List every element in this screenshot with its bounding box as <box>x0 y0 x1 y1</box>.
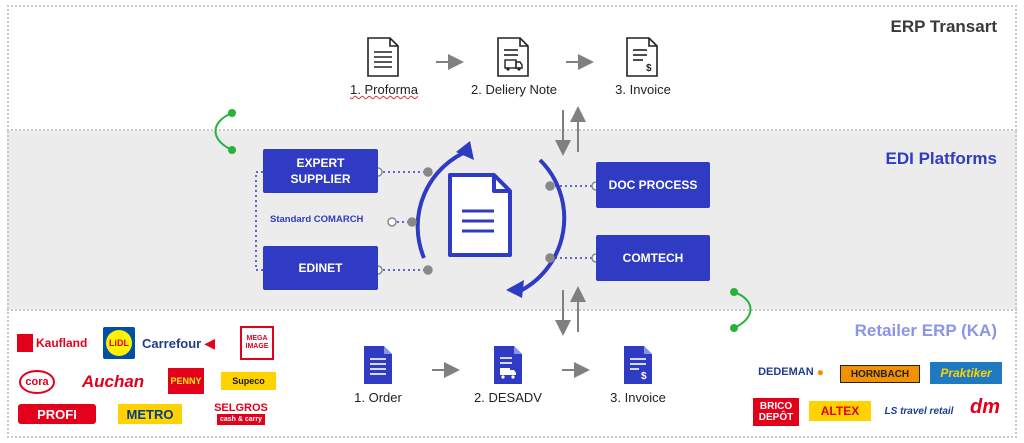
edi-cycle-icon <box>415 141 567 298</box>
comtech-box: COMTECH <box>596 235 710 281</box>
selgros-text: SELGROS <box>214 402 268 414</box>
dedeman-mark-icon: ● <box>816 365 824 379</box>
proforma-doc-icon <box>367 37 399 77</box>
expert-line1: EXPERT <box>296 156 345 170</box>
edinet-box: EDINET <box>263 246 378 290</box>
expert-supplier-box: EXPERT SUPPLIER <box>263 149 378 193</box>
profi-text: PROFI <box>37 406 77 422</box>
dm-text: dm <box>970 396 1000 418</box>
mega-image-text: MEGA IMAGE <box>245 335 269 350</box>
auchan-text: Auchan <box>81 372 145 391</box>
standard-comarch-label: Standard COMARCH <box>270 214 364 225</box>
selgros-subtext: cash & carry <box>216 414 266 425</box>
praktiker-text: Praktiker <box>940 366 992 380</box>
doc-process-box: DOC PROCESS <box>596 162 710 208</box>
mega-image-logo: MEGA IMAGE <box>240 326 274 360</box>
depot-text: DEPÔT <box>758 412 794 423</box>
central-document-icon <box>448 173 512 257</box>
ls-travel-retail-text: LS travel retail <box>884 405 954 417</box>
ls-travel-retail-logo: LS travel retail <box>880 402 958 420</box>
cora-text: cora <box>25 376 49 388</box>
kaufland-text: Kaufland <box>36 336 88 350</box>
altex-text: ALTEX <box>820 404 860 418</box>
penny-text: PENNY <box>170 376 202 386</box>
carrefour-mark-icon: ◀ <box>204 334 216 351</box>
retail-band-title: Retailer ERP (KA) <box>854 321 997 340</box>
brico-depot-logo: BRICO DEPÔT <box>753 398 799 426</box>
metro-logo: METRO <box>118 404 182 424</box>
delivery-note-doc-icon <box>497 37 529 77</box>
metro-text: METRO <box>126 406 174 422</box>
svg-text:$: $ <box>641 371 647 382</box>
erp-doc-label-delivery: 2. Deliery Note <box>471 82 557 97</box>
kaufland-mark-icon <box>17 334 33 352</box>
green-link-left <box>214 109 236 154</box>
order-doc-icon <box>364 346 392 384</box>
lidl-logo: LiDL <box>103 327 135 359</box>
hornbach-text: HORNBACH <box>850 368 910 380</box>
dedeman-text: DEDEMAN <box>758 366 814 378</box>
kaufland-logo: Kaufland <box>17 332 97 354</box>
erp-doc-label-proforma: 1. Proforma <box>350 82 418 97</box>
supeco-logo: Supeco <box>221 372 276 390</box>
hornbach-logo: HORNBACH <box>840 365 920 383</box>
edi-band: EDI Platforms <box>7 131 1017 309</box>
praktiker-logo: Praktiker <box>930 362 1002 384</box>
retail-doc-label-desadv: 2. DESADV <box>474 390 542 405</box>
green-link-right <box>730 288 752 332</box>
retail-invoice-doc-icon: $ <box>624 346 652 384</box>
altex-logo: ALTEX <box>809 401 871 421</box>
expert-line2: SUPPLIER <box>290 172 351 186</box>
erp-band-title: ERP Transart <box>890 17 997 36</box>
dedeman-logo: DEDEMAN ● <box>752 360 830 384</box>
selgros-logo: SELGROS cash & carry <box>205 401 277 427</box>
auchan-logo: Auchan <box>72 371 154 393</box>
erp-doc-label-invoice: 3. Invoice <box>615 82 671 97</box>
carrefour-text: Carrefour <box>142 335 202 351</box>
supeco-text: Supeco <box>232 376 265 386</box>
carrefour-logo: Carrefour ◀ <box>142 332 234 354</box>
dm-logo: dm <box>966 396 1004 424</box>
cora-logo: cora <box>19 370 55 394</box>
penny-logo: PENNY <box>168 368 204 394</box>
lidl-text: LiDL <box>106 330 132 356</box>
desadv-doc-icon <box>494 346 522 384</box>
retail-doc-label-invoice: 3. Invoice <box>610 390 666 405</box>
invoice-doc-icon: $ <box>626 37 658 77</box>
profi-logo: PROFI <box>18 404 96 424</box>
svg-text:$: $ <box>646 63 652 74</box>
edi-band-title: EDI Platforms <box>885 149 997 168</box>
retail-doc-label-order: 1. Order <box>354 390 402 405</box>
brico-text: BRICO <box>759 401 793 412</box>
